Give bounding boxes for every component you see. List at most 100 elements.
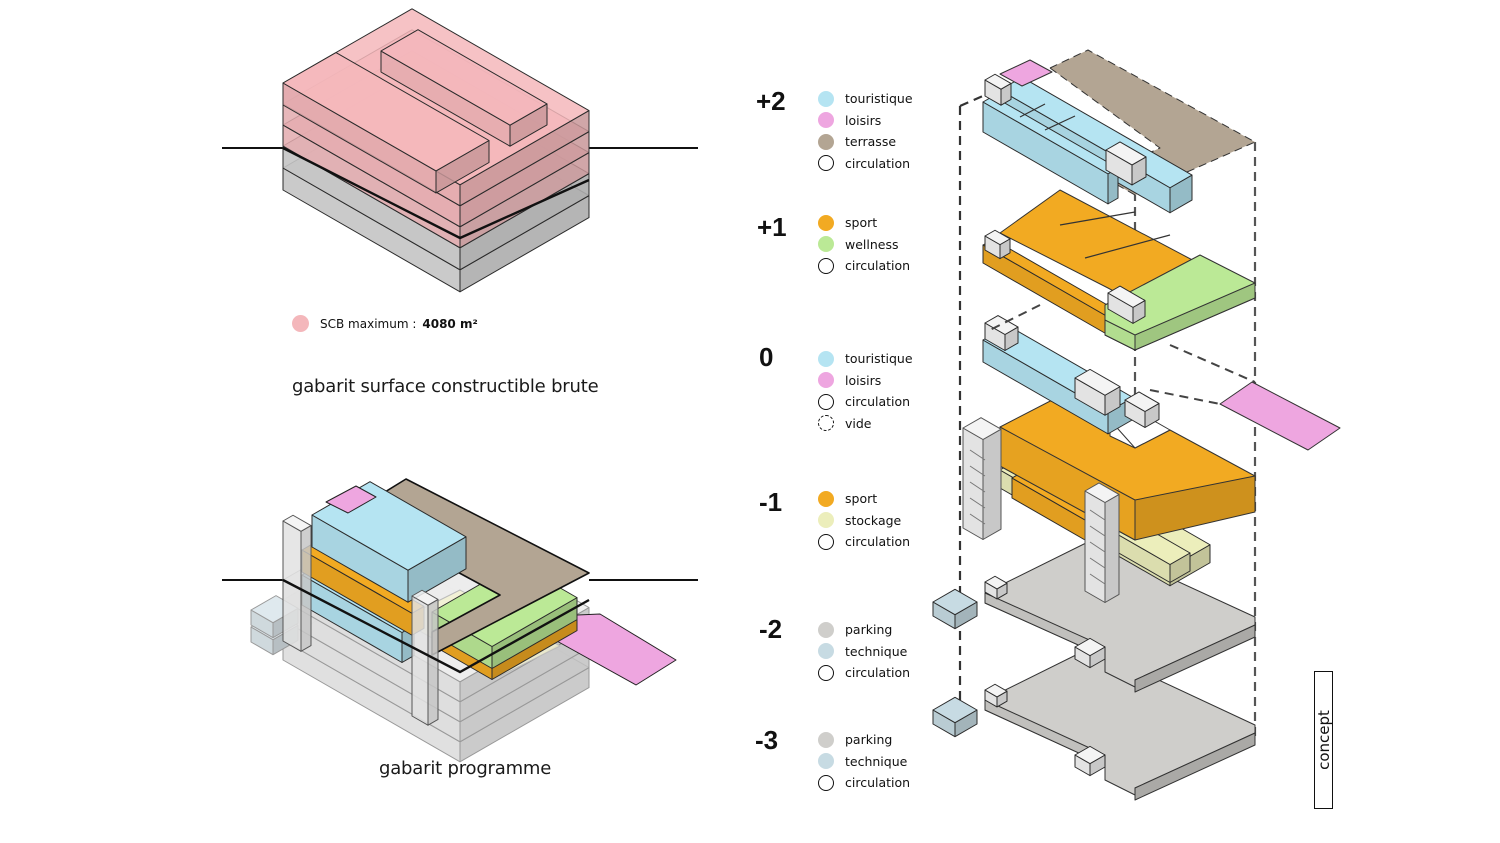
legend-item-terrasse: terrasse [818, 131, 913, 153]
level-0-loisirs [1219, 381, 1341, 451]
legend-text: sport [845, 491, 878, 507]
stair-tower-left-top-face [962, 417, 1002, 440]
legend-text: circulation [845, 394, 911, 410]
legend-text: wellness [845, 236, 899, 252]
concept-label: concept [1314, 710, 1333, 770]
level-minus2-parking-edge-right [1134, 624, 1256, 693]
stair-tower-center-top-face [1084, 482, 1120, 503]
stair-tower-center-right-face [1104, 493, 1120, 603]
legend-swatch-circulation [818, 257, 834, 274]
level-label-plus1: +1 [757, 212, 787, 242]
level-minus2-circulation-front-top-face [1074, 637, 1106, 657]
legend-swatch-circulation [818, 393, 834, 410]
level-plus1-circulation-front-top-face [1107, 285, 1146, 308]
scb-legend: SCB maximum : 4080 m² [292, 315, 478, 332]
level-plus1-circulation-front [1107, 285, 1146, 324]
legend-level-0: touristique loisirs circulation vide [818, 348, 913, 434]
envelope-dash-top-left [959, 93, 986, 108]
legend-text: touristique [845, 91, 913, 107]
legend-level-minus3: parking technique circulation [818, 729, 910, 794]
level-0-circulation-back [984, 315, 1019, 351]
stair-tower-left [962, 417, 1002, 540]
level-plus2-loisirs [999, 59, 1053, 87]
legend-item-parking: parking [818, 619, 910, 641]
level-plus2-circulation-back-top-face [984, 73, 1012, 90]
scb-value: 4080 m² [422, 316, 478, 331]
legend-item-circulation: circulation [818, 662, 910, 684]
stair-step [1089, 509, 1106, 521]
legend-text: vide [845, 415, 872, 431]
level-1-connector-left [989, 304, 1041, 331]
legend-swatch-stockage [818, 512, 834, 529]
legend-swatch-sport [818, 214, 834, 231]
prog-circulation-left-right-face [300, 525, 312, 652]
level-minus3-technique-top-face [932, 696, 978, 724]
level-label-0: 0 [759, 342, 774, 372]
level-0-loisirs-connector [1149, 389, 1221, 405]
level-minus3-circulation-back-top-face [984, 683, 1008, 698]
stair-step [1089, 525, 1106, 537]
legend-item-sport: sport [818, 488, 910, 510]
level-plus1-circulation-back [984, 229, 1011, 260]
legend-text: touristique [845, 351, 913, 367]
level-0-circulation-back-top-face [984, 315, 1019, 335]
stair-step [969, 465, 986, 477]
prog-circulation-left-top-face [282, 514, 312, 532]
legend-swatch-technique [818, 753, 834, 770]
level-minus2-circulation-back [984, 575, 1008, 600]
legend-text: loisirs [845, 372, 882, 388]
caption-gabarit-scb: gabarit surface constructible brute [292, 376, 599, 397]
stair-step [1089, 557, 1106, 569]
legend-item-touristique: touristique [818, 348, 913, 370]
legend-text: circulation [845, 665, 911, 681]
scb-swatch [292, 315, 309, 332]
scb-upper-front-top-face [282, 52, 490, 172]
level-plus2-circulation-back [984, 73, 1012, 106]
legend-text: parking [845, 622, 893, 638]
level-plus2-terrasse [1049, 49, 1256, 196]
level-minus3-parking-edge-right [1134, 732, 1256, 801]
legend-swatch-vide [818, 415, 834, 432]
legend-text: technique [845, 753, 908, 769]
prog-circulation-left [282, 514, 312, 652]
prog-circulation-center [411, 589, 439, 726]
legend-item-circulation: circulation [818, 255, 910, 277]
prog-loisirs-top [325, 485, 377, 514]
legend-text: sport [845, 215, 878, 231]
legend-swatch-loisirs [818, 112, 834, 129]
legend-item-touristique: touristique [818, 88, 913, 110]
level-minus3-technique [932, 696, 978, 738]
level-minus2-technique-top-face [932, 588, 978, 616]
legend-item-loisirs: loisirs [818, 370, 913, 392]
legend-item-technique: technique [818, 751, 910, 773]
level-plus1-wellness-left [1104, 319, 1136, 351]
concept-stamp: concept [1314, 671, 1333, 809]
sport-divider [1059, 211, 1136, 226]
legend-item-circulation: circulation [818, 391, 913, 413]
legend-item-circulation: circulation [818, 772, 910, 794]
legend-swatch-loisirs [818, 372, 834, 389]
legend-text: circulation [845, 155, 911, 171]
legend-item-wellness: wellness [818, 234, 910, 256]
legend-text: stockage [845, 512, 902, 528]
stair-tower-center [1084, 482, 1120, 603]
stair-step [1089, 541, 1106, 553]
level-minus2-technique [932, 588, 978, 630]
level-plus2-circulation-front-top-face [1105, 141, 1147, 166]
legend-item-parking: parking [818, 729, 910, 751]
legend-item-technique: technique [818, 641, 910, 663]
prog-circulation-center-left-face [411, 595, 429, 726]
level-minus2-circulation-back-top-face [984, 575, 1008, 590]
stair-step [969, 497, 986, 509]
legend-level-plus1: sport wellness circulation [818, 212, 910, 277]
stair-step [969, 449, 986, 461]
legend-text: parking [845, 732, 893, 748]
prog-circulation-left-left-face [282, 520, 302, 652]
legend-text: circulation [845, 775, 911, 791]
scb-upper-back [380, 29, 548, 147]
scb-upper-back-top-face [380, 29, 548, 126]
legend-swatch-circulation [818, 774, 834, 791]
legend-text: terrasse [845, 134, 897, 150]
